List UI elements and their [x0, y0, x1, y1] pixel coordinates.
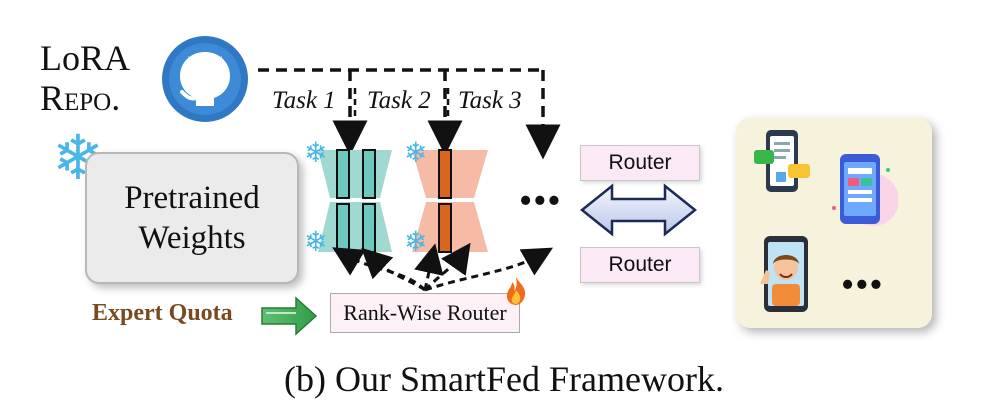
lora-module-teal [318, 149, 392, 253]
fire-icon [506, 277, 526, 305]
lora-module-salmon [412, 149, 488, 253]
smartphone-chat-icon [754, 130, 810, 192]
snowflake-icon: ❄ [304, 138, 328, 169]
router-bottom: Router [580, 247, 700, 283]
figure-caption: (b) Our SmartFed Framework. [284, 359, 724, 399]
ellipsis-devices: ••• [842, 266, 885, 302]
double-arrow-icon [579, 183, 698, 237]
expert-quota-label: Expert Quota [92, 300, 233, 326]
rank-wise-router-box: Rank-Wise Router [330, 293, 520, 333]
task-label-1: Task 1 [272, 87, 336, 114]
snowflake-icon: ❄ [404, 227, 428, 258]
snowflake-icon: ❄ [304, 227, 328, 258]
pretrained-weights-box: Pretrained Weights [85, 152, 299, 284]
green-arrow-icon [261, 296, 318, 336]
github-icon [162, 36, 248, 122]
tablet-app-icon [832, 154, 898, 226]
task-label-3: Task 3 [458, 87, 522, 114]
repo-title-line1: LoRA [40, 38, 130, 78]
lora-repo-title: LoRA Repo. [40, 38, 130, 118]
ellipsis-modules: ••• [520, 182, 563, 218]
router-top: Router [580, 145, 700, 181]
task-label-2: Task 2 [367, 87, 431, 114]
repo-title-line2: Repo. [40, 78, 121, 118]
pretrained-line1: Pretrained [124, 180, 260, 216]
video-call-phone-icon [760, 236, 808, 312]
pretrained-line2: Weights [138, 220, 246, 256]
snowflake-icon: ❄ [404, 138, 428, 169]
